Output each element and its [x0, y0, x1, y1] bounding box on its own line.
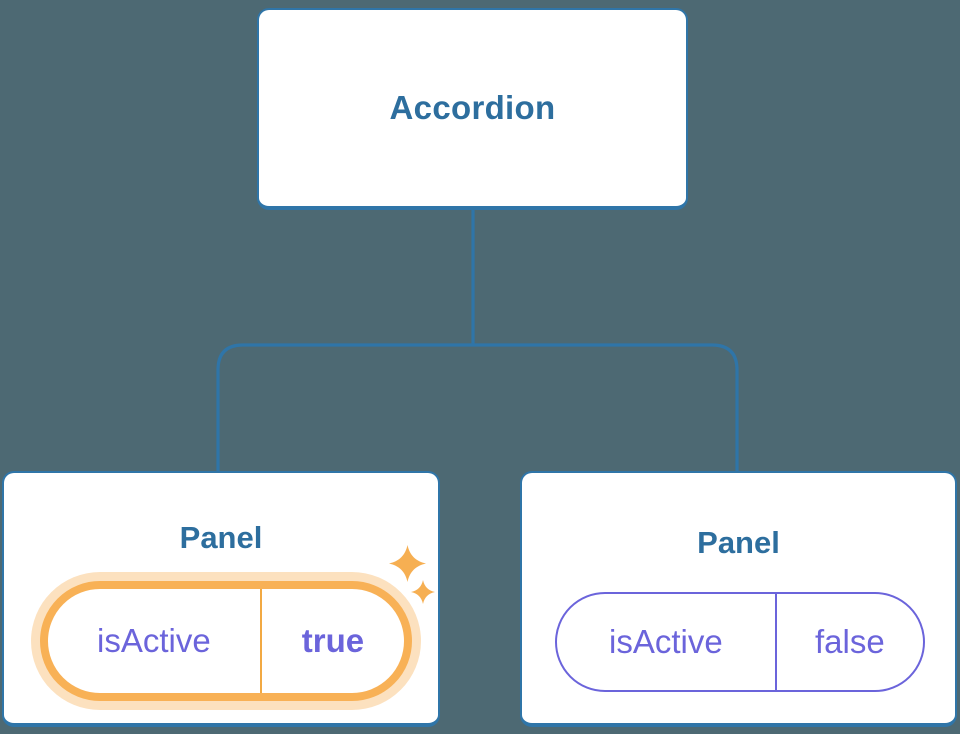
state-pill-inactive: isActive false [555, 592, 925, 692]
state-value-label: true [301, 622, 365, 659]
panel-label: Panel [697, 525, 780, 560]
panel-node-active: Panel isActive true [2, 471, 440, 727]
pill-divider [259, 589, 262, 693]
sparkle-icon-large [389, 545, 426, 582]
connector-branch [216, 343, 739, 474]
sparkle-icon-small [411, 580, 435, 604]
panel-label: Panel [179, 520, 263, 555]
pill-divider [774, 594, 777, 690]
state-pill-active: isActive true [40, 581, 412, 701]
state-key-label: isActive [97, 622, 211, 659]
accordion-label: Accordion [389, 89, 556, 126]
state-value-label: false [815, 623, 885, 660]
panel-node-inactive: Panel isActive false [520, 471, 957, 727]
accordion-node: Accordion [257, 8, 688, 210]
state-key-label: isActive [609, 623, 723, 660]
